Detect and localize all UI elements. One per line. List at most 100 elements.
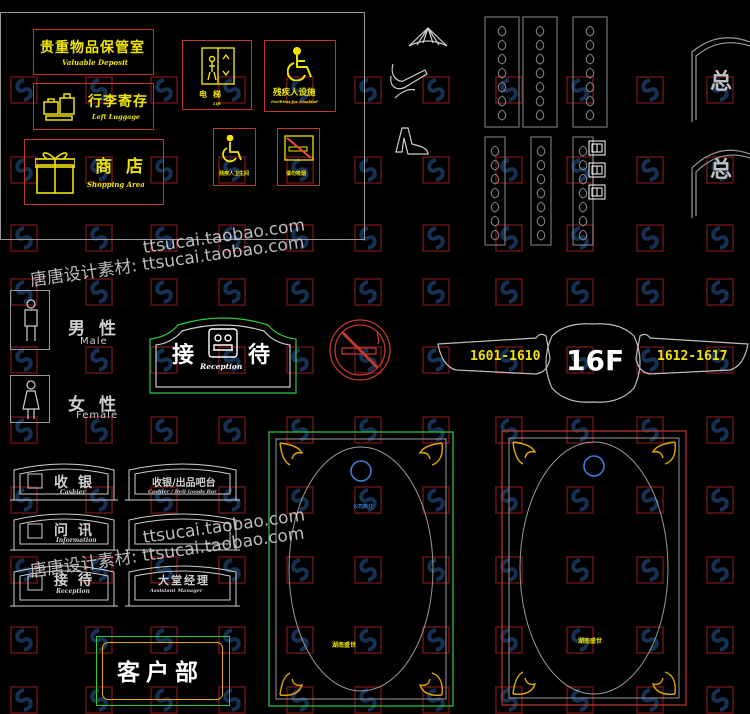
male-cn: 男性 (68, 319, 130, 339)
watermark-swirl-icon (10, 278, 38, 306)
reception-desk-cn: 接待 (54, 573, 102, 589)
watermark-swirl-icon (286, 346, 314, 374)
watermark-swirl-icon (706, 346, 734, 374)
watermark-swirl-icon (286, 416, 314, 444)
plaque-left-footer: 湖南盛世 (332, 642, 357, 649)
watermark-swirl-icon (422, 76, 450, 104)
watermark-swirl-icon (706, 556, 734, 584)
shopping-en: Shopping Area (87, 180, 145, 189)
general-office-cn-2: 总 (710, 157, 733, 183)
plaque-right-footer: 湖南盛世 (578, 638, 603, 645)
cashier-bar-en: Cashier / Bell Goods Bar (148, 489, 217, 495)
disabled-facility-cn: 残疾人设施 (273, 88, 316, 98)
watermark-swirl-icon (286, 76, 314, 104)
watermark-swirl-icon (150, 76, 178, 104)
watermark-swirl-icon (636, 556, 664, 584)
watermark-swirl-icon (706, 686, 734, 714)
watermark-swirl-icon (150, 278, 178, 306)
watermark-swirl-icon (566, 556, 594, 584)
no-smoking-small-cn: 请勿吸烟 (286, 171, 307, 177)
disabled-toilet-sign: 残疾人卫生间 (213, 128, 256, 186)
customer-dept-inner-frame (102, 642, 223, 700)
ornament-knot-icon (588, 184, 606, 200)
no-smoking-icon (284, 135, 314, 161)
watermark-swirl-icon (706, 76, 734, 104)
pipe-icon (390, 63, 428, 99)
watermark-swirl-icon (354, 626, 382, 654)
lift-cn: 电梯 (199, 89, 227, 99)
female-cn: 女性 (68, 395, 130, 415)
inquiry-cn: 问讯 (54, 523, 102, 539)
left-luggage-cn: 行李寄存 (88, 94, 148, 110)
watermark-swirl-icon (150, 346, 178, 374)
customer-dept-sign: 客户部 (96, 636, 230, 706)
left-luggage-en: Left Luggage (92, 113, 141, 121)
watermark-swirl-icon (566, 486, 594, 514)
desk-sign-frame (10, 513, 118, 551)
watermark-swirl-icon (706, 486, 734, 514)
gift-box-icon (35, 152, 75, 194)
watermark-swirl-icon (10, 626, 38, 654)
watermark-swirl-icon (706, 278, 734, 306)
watermark-swirl-icon (636, 416, 664, 444)
shopping-sign: 商店 Shopping Area (24, 139, 164, 205)
watermark-swirl-icon (218, 278, 246, 306)
watermark-swirl-icon (286, 556, 314, 584)
watermark-swirl-icon (286, 224, 314, 252)
watermark-swirl-icon (706, 416, 734, 444)
desk-sign-frame (125, 565, 240, 607)
watermark-swirl-icon (422, 486, 450, 514)
watermark-swirl-icon (636, 346, 664, 374)
wheelchair-icon (287, 47, 312, 81)
desk-sign-frame (10, 565, 118, 607)
watermark-swirl-icon (10, 76, 38, 104)
high-heel-icon (395, 127, 429, 155)
disabled-facility-en: Facilities for Disabled (271, 99, 318, 104)
watermark-swirl-icon (85, 556, 113, 584)
inquiry-en: Information (56, 537, 97, 544)
elevator-icon (201, 47, 235, 85)
female-figure-icon (22, 380, 40, 419)
watermark-swirl-icon (636, 76, 664, 104)
watermark-swirl-icon (218, 416, 246, 444)
watermark-swirl-icon (566, 346, 594, 374)
cashier-en: Cashier (60, 489, 86, 496)
ornament-knot-icon (588, 162, 606, 178)
reception-cn-2: 待 (248, 342, 271, 368)
watermark-swirl-icon (218, 556, 246, 584)
watermark-swirl-icon (150, 416, 178, 444)
watermark-swirl-icon (354, 76, 382, 104)
watermark-swirl-icon (354, 156, 382, 184)
watermark-swirl-icon (354, 486, 382, 514)
valuable-deposit-en: Valuable Deposit (62, 58, 128, 67)
customer-dept-cn: 客户部 (117, 659, 204, 686)
watermark-swirl-icon (85, 224, 113, 252)
ornament-column (530, 136, 552, 246)
watermark-swirl-icon (422, 278, 450, 306)
desk-sign-frame (125, 463, 240, 501)
watermark-swirl-icon (706, 224, 734, 252)
no-smoking-small-sign: 请勿吸烟 (277, 128, 320, 186)
watermark-swirl-icon (636, 278, 664, 306)
floor-number: 16F (566, 344, 625, 377)
watermark-swirl-icon (85, 278, 113, 306)
reception-cn-1: 接 (172, 342, 195, 368)
floor-right-rooms: 1612-1617 (657, 349, 728, 364)
watermark-swirl-icon (495, 224, 523, 252)
fan-icon (408, 27, 448, 47)
ornament-column (484, 136, 506, 246)
male-sign (10, 290, 50, 350)
general-office-sign-frame (691, 37, 750, 218)
watermark-swirl-icon (495, 76, 523, 104)
watermark-swirl-icon (10, 346, 38, 374)
company-plaque-frame (268, 431, 454, 707)
watermark-swirl-icon (636, 224, 664, 252)
watermark-swirl-icon (218, 224, 246, 252)
watermark-swirl-icon (566, 416, 594, 444)
watermark-swirl-icon (706, 626, 734, 654)
desk-sign-frame (125, 513, 240, 551)
watermark-swirl-icon (286, 486, 314, 514)
wheelchair-icon (222, 135, 242, 163)
ornament-column (484, 16, 520, 128)
watermark-swirl-icon (422, 346, 450, 374)
